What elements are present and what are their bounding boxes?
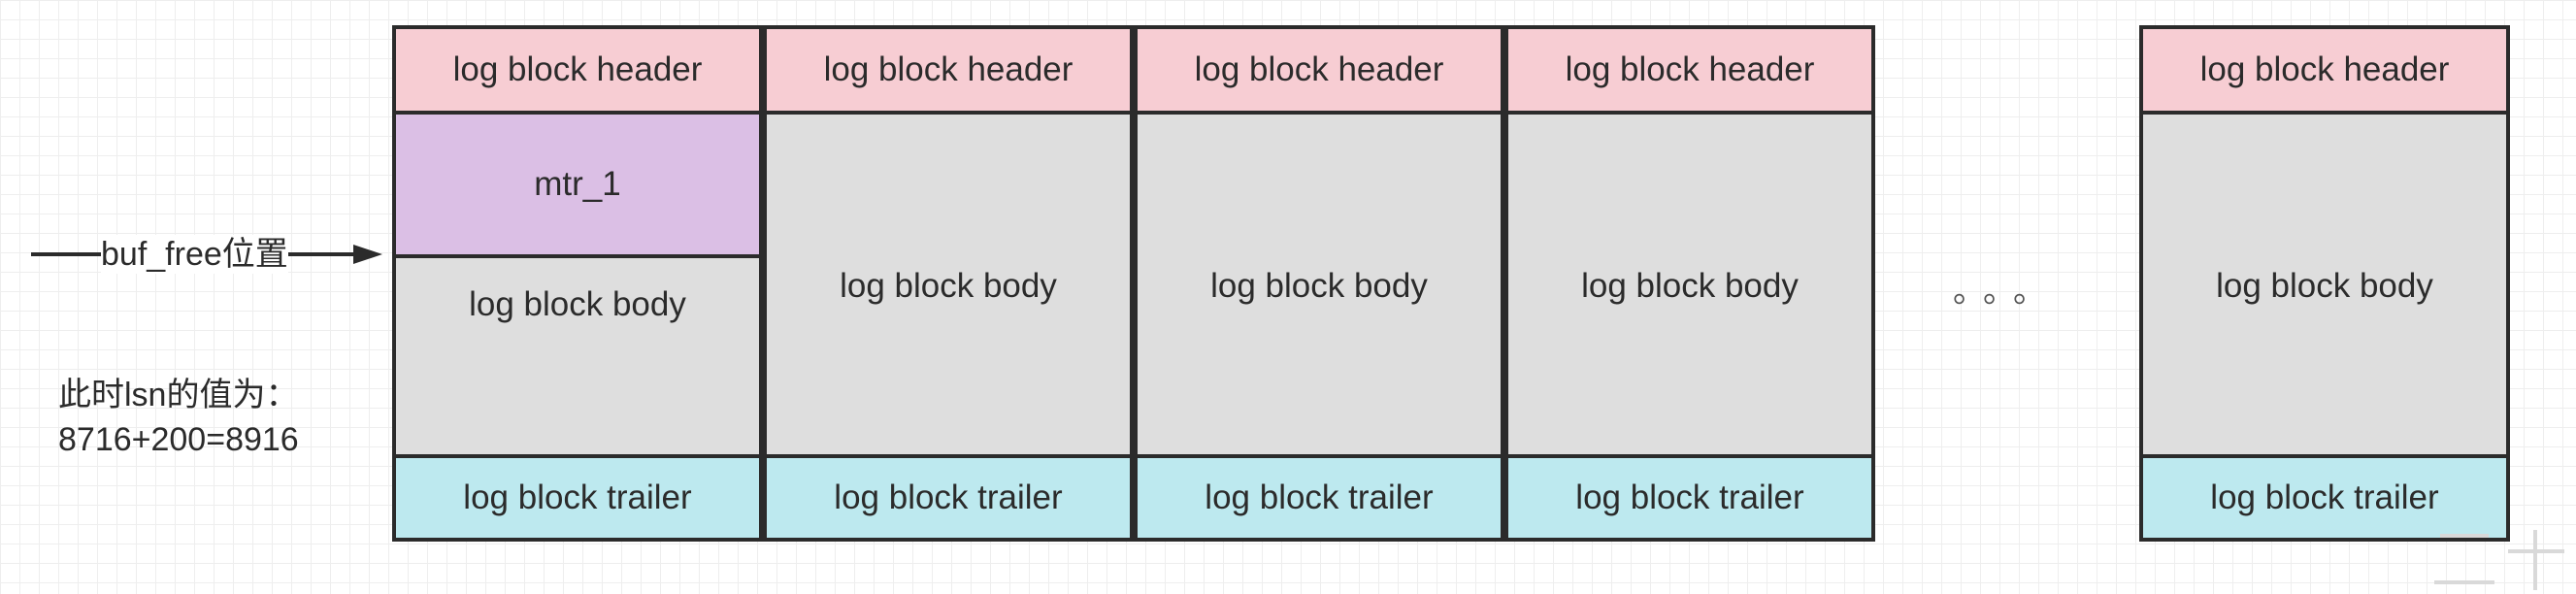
log-block-header: log block header bbox=[2143, 29, 2506, 115]
log-block-body-label: log block body bbox=[469, 285, 686, 323]
log-block-body: log block body bbox=[767, 115, 1130, 458]
log-block-body-label: log block body bbox=[840, 267, 1057, 305]
log-block-trailer: log block trailer bbox=[396, 454, 759, 538]
lsn-note-line-2: 8716+200=8916 bbox=[58, 421, 299, 458]
log-block-body: log block body bbox=[1138, 115, 1501, 458]
log-block-header-label: log block header bbox=[2199, 50, 2450, 88]
log-block-header-label: log block header bbox=[452, 50, 703, 88]
lsn-note-line-1: 此时lsn的值为： bbox=[58, 377, 299, 413]
log-block-2: log block header log block body log bloc… bbox=[763, 25, 1134, 542]
mtr-segment: mtr_1 bbox=[396, 115, 759, 258]
log-block-trailer-label: log block trailer bbox=[834, 478, 1063, 516]
log-block-header-label: log block header bbox=[1194, 50, 1444, 88]
log-block-header: log block header bbox=[396, 29, 759, 115]
watermark-mark bbox=[2434, 530, 2564, 590]
log-block-body-label: log block body bbox=[1581, 267, 1799, 305]
log-block-trailer: log block trailer bbox=[767, 454, 1130, 538]
log-block-3: log block header log block body log bloc… bbox=[1134, 25, 1504, 542]
log-block-5: log block header log block body log bloc… bbox=[2139, 25, 2510, 542]
lsn-note: 此时lsn的值为： 8716+200=8916 bbox=[58, 373, 299, 462]
log-block-4: log block header log block body log bloc… bbox=[1504, 25, 1875, 542]
log-block-trailer-label: log block trailer bbox=[2210, 478, 2439, 516]
log-block-header-label: log block header bbox=[1565, 50, 1815, 88]
log-block-header: log block header bbox=[1138, 29, 1501, 115]
log-block-header: log block header bbox=[767, 29, 1130, 115]
log-block-trailer: log block trailer bbox=[1508, 454, 1871, 538]
log-block-trailer: log block trailer bbox=[1138, 454, 1501, 538]
log-block-1: log block header mtr_1 log block body lo… bbox=[392, 25, 763, 542]
log-block-body: log block body bbox=[396, 258, 759, 458]
log-block-trailer-label: log block trailer bbox=[463, 478, 692, 516]
ellipsis: 。。。 bbox=[1953, 273, 2060, 310]
log-block-trailer-label: log block trailer bbox=[1205, 478, 1434, 516]
log-block-header: log block header bbox=[1508, 29, 1871, 115]
log-block-body-label: log block body bbox=[1210, 267, 1428, 305]
log-block-trailer-label: log block trailer bbox=[1575, 478, 1804, 516]
log-block-body-label: log block body bbox=[2216, 267, 2433, 305]
arrow-head bbox=[353, 245, 382, 264]
log-block-body: log block body bbox=[2143, 115, 2506, 458]
mtr-label: mtr_1 bbox=[534, 165, 621, 203]
log-block-body: log block body bbox=[1508, 115, 1871, 458]
log-block-trailer: log block trailer bbox=[2143, 454, 2506, 538]
log-block-header-label: log block header bbox=[823, 50, 1073, 88]
buf-free-label: buf_free位置 bbox=[101, 235, 288, 274]
